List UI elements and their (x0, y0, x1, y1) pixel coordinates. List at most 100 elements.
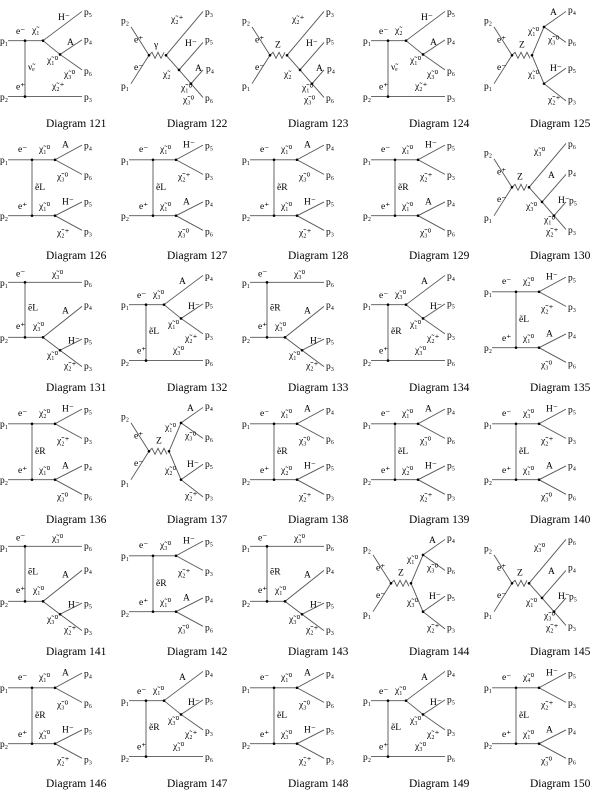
particle-line (54, 687, 83, 703)
particle-label: χ̃₂⁺ (56, 227, 70, 238)
particle-label: A (62, 141, 69, 151)
vertex (151, 214, 155, 217)
particle-label: χ̃₂⁺ (540, 436, 554, 447)
particle-label: p₃ (84, 228, 92, 238)
vertex (174, 610, 178, 613)
particle-line (405, 671, 446, 702)
vertex (177, 68, 181, 72)
particle-line (54, 201, 83, 217)
momentum-label: p₁ (363, 37, 371, 47)
particle-label: p₄ (206, 65, 214, 75)
particle-label: χ̃₃⁰ (32, 321, 45, 332)
momentum-label: e⁺ (381, 466, 390, 476)
diagram-caption: Diagram 124 (409, 118, 470, 130)
particle-label: χ̃₂⁺ (56, 436, 70, 447)
vertex (386, 95, 390, 98)
vertex (58, 53, 62, 56)
momentum-label: p₁ (363, 610, 371, 620)
momentum-label: p₁ (121, 156, 129, 166)
particle-line (251, 26, 271, 56)
particle-line (180, 422, 204, 439)
particle-label: p₃ (205, 171, 213, 181)
particle-label: A (421, 277, 428, 287)
particle-label: χ̃₃⁰ (303, 95, 316, 106)
vertex (189, 82, 193, 85)
momentum-label: e⁺ (497, 167, 506, 177)
vertex (421, 610, 425, 613)
particle-label: ẽL (391, 723, 401, 733)
particle-label: p₃ (447, 171, 455, 181)
momentum-label: e⁺ (137, 347, 146, 357)
particle-label: χ̃₃⁰ (409, 715, 422, 726)
particle-label: χ̃₃⁰ (63, 69, 76, 80)
vertex (416, 158, 420, 162)
particle-label: χ̃₃⁰ (56, 700, 69, 711)
particle-label: χ̃₂⁺ (177, 172, 191, 183)
particle-line (538, 687, 567, 703)
particle-label: A (183, 594, 190, 604)
momentum-label: e⁺ (376, 563, 385, 573)
particle-line (190, 69, 204, 84)
vertex (527, 186, 531, 189)
particle-line (130, 451, 150, 480)
particle-line (531, 55, 545, 84)
momentum-label: e⁻ (258, 533, 267, 543)
particle-label: χ̃₂⁺ (540, 700, 554, 711)
particle-line (528, 583, 543, 599)
particle-label: ẽR (156, 579, 167, 589)
boson-propagator (269, 51, 286, 60)
particle-label: ν̃ₑ (391, 62, 399, 73)
vertex (386, 755, 390, 758)
particle-label: H⁻ (304, 198, 316, 208)
particle-label: χ̃₃⁰ (293, 533, 306, 544)
particle-label: A (183, 198, 190, 208)
vertex (537, 346, 541, 349)
particle-label: ẽR (35, 447, 46, 457)
momentum-label: p₂ (484, 740, 492, 750)
particle-line (180, 463, 204, 481)
vertex (393, 422, 397, 426)
particle-label: χ̃₁ (31, 25, 40, 36)
particle-line (417, 159, 446, 175)
particle-label: p₄ (326, 301, 334, 311)
particle-line (301, 338, 325, 351)
particle-line (54, 215, 83, 231)
particle-line (296, 215, 325, 231)
vertex (265, 281, 269, 284)
particle-label: p₅ (568, 406, 576, 416)
vertex (295, 478, 299, 481)
particle-label: p₃ (568, 226, 576, 236)
particle-label: p₆ (326, 699, 334, 709)
particle-label: χ̃₁⁰ (280, 144, 293, 155)
particle-label: p₅ (205, 538, 213, 548)
particle-label: χ̃₂⁺ (305, 624, 319, 635)
particle-label: χ̃₂⁺ (184, 333, 198, 344)
diagram-caption: Diagram 136 (46, 514, 107, 526)
particle-label: H⁻ (304, 726, 316, 736)
particle-label: χ̃₄⁰ (522, 672, 535, 683)
diagram-caption: Diagram 130 (530, 250, 591, 262)
particle-label: H⁻ (68, 336, 80, 346)
momentum-label: p₂ (121, 608, 129, 618)
vertex (151, 158, 155, 162)
particle-line (42, 601, 61, 615)
particle-label: p₄ (327, 65, 335, 75)
particle-label: ẽL (28, 568, 38, 578)
particle-line (538, 465, 567, 481)
vertex (386, 303, 390, 306)
particle-label: χ̃₃⁰ (288, 614, 301, 625)
momentum-label: e⁻ (18, 145, 27, 155)
particle-label: p₄ (84, 670, 92, 680)
particle-line (538, 743, 567, 759)
particle-line (410, 583, 424, 612)
